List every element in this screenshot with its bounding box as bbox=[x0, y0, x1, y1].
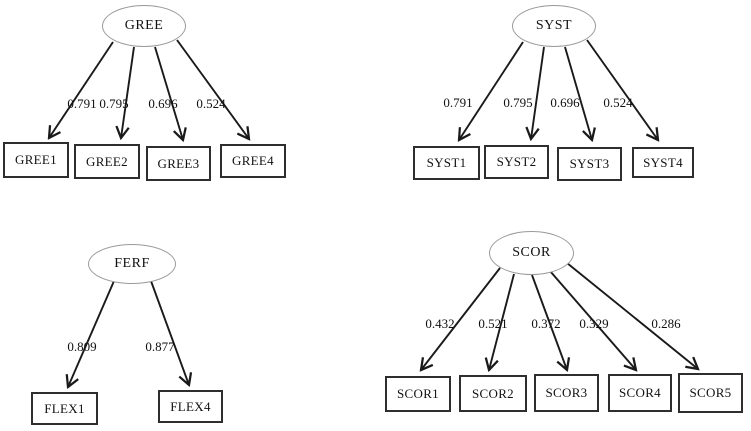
path-arrow-flex4 bbox=[150, 280, 189, 385]
indicator-label-gree2: GREE2 bbox=[86, 153, 128, 169]
indicator-label-scor4: SCOR4 bbox=[619, 385, 661, 400]
path-arrow-gree4 bbox=[176, 39, 249, 139]
loading-syst4: 0.524 bbox=[603, 95, 633, 110]
path-arrow-syst3 bbox=[564, 46, 592, 140]
loading-gree3: 0.696 bbox=[148, 96, 178, 111]
path-arrow-scor2 bbox=[489, 273, 515, 370]
loading-gree4: 0.524 bbox=[196, 96, 226, 111]
indicator-box-syst1: SYST1 bbox=[413, 146, 480, 180]
indicator-box-scor2: SCOR2 bbox=[459, 375, 527, 412]
loading-scor4: 0.329 bbox=[579, 316, 609, 331]
indicator-box-gree4: GREE4 bbox=[220, 144, 286, 178]
path-arrow-syst4 bbox=[586, 39, 658, 140]
indicator-box-scor4: SCOR4 bbox=[608, 374, 672, 412]
indicator-box-scor1: SCOR1 bbox=[385, 376, 451, 412]
latent-label-gree: GREE bbox=[124, 18, 164, 33]
loading-flex1: 0.809 bbox=[67, 339, 97, 354]
latent-ellipse-ferf: FERF bbox=[88, 244, 176, 284]
loading-scor2: 0.521 bbox=[478, 316, 508, 331]
indicator-label-syst3: SYST3 bbox=[569, 156, 610, 171]
indicator-box-syst2: SYST2 bbox=[484, 145, 549, 179]
indicator-label-syst1: SYST1 bbox=[426, 155, 467, 170]
loading-scor3: 0.372 bbox=[531, 316, 561, 331]
loading-gree2: 0.795 bbox=[99, 96, 129, 111]
indicator-label-scor2: SCOR2 bbox=[472, 385, 514, 401]
indicator-label-syst2: SYST2 bbox=[496, 154, 537, 169]
loading-syst2: 0.795 bbox=[503, 95, 533, 110]
indicator-label-flex4: FLEX4 bbox=[170, 398, 211, 414]
path-arrow-gree3 bbox=[154, 46, 183, 140]
path-arrow-scor5 bbox=[566, 262, 698, 369]
indicator-box-flex4: FLEX4 bbox=[158, 390, 223, 423]
indicator-label-scor5: SCOR5 bbox=[689, 385, 732, 400]
path-arrow-gree1 bbox=[49, 41, 114, 138]
loading-flex4: 0.877 bbox=[145, 339, 175, 354]
path-arrow-gree2 bbox=[121, 46, 135, 138]
indicator-label-gree3: GREE3 bbox=[157, 155, 200, 171]
path-arrow-flex1 bbox=[68, 280, 115, 387]
latent-ellipse-scor: SCOR bbox=[489, 231, 574, 275]
loading-gree1: 0.791 bbox=[67, 96, 97, 111]
path-arrow-scor4 bbox=[549, 270, 636, 370]
loading-scor1: 0.432 bbox=[425, 316, 455, 331]
loading-syst3: 0.696 bbox=[550, 95, 580, 110]
indicator-label-scor1: SCOR1 bbox=[397, 386, 439, 401]
indicator-box-syst3: SYST3 bbox=[557, 147, 622, 181]
path-arrow-syst2 bbox=[531, 46, 545, 139]
indicator-label-gree1: GREE1 bbox=[15, 152, 57, 167]
loading-scor5: 0.286 bbox=[651, 316, 681, 331]
path-arrow-scor1 bbox=[421, 267, 501, 370]
latent-label-syst: SYST bbox=[535, 18, 573, 33]
path-arrow-scor3 bbox=[531, 274, 567, 370]
latent-label-scor: SCOR bbox=[512, 245, 551, 260]
indicator-box-gree1: GREE1 bbox=[3, 142, 69, 178]
latent-label-ferf: FERF bbox=[114, 256, 150, 271]
indicator-box-scor3: SCOR3 bbox=[534, 374, 599, 412]
latent-ellipse-gree: GREE bbox=[102, 5, 186, 47]
indicator-box-flex1: FLEX1 bbox=[31, 392, 98, 425]
loading-syst1: 0.791 bbox=[443, 95, 473, 110]
latent-ellipse-syst: SYST bbox=[512, 5, 596, 47]
path-arrow-syst1 bbox=[459, 41, 524, 140]
indicator-box-scor5: SCOR5 bbox=[678, 373, 743, 413]
indicator-box-syst4: SYST4 bbox=[632, 147, 694, 178]
indicator-label-syst4: SYST4 bbox=[643, 154, 683, 170]
indicator-label-flex1: FLEX1 bbox=[44, 400, 85, 416]
indicator-label-gree4: GREE4 bbox=[232, 153, 274, 168]
indicator-label-scor3: SCOR3 bbox=[545, 385, 588, 400]
indicator-box-gree3: GREE3 bbox=[146, 146, 211, 181]
indicator-box-gree2: GREE2 bbox=[74, 144, 140, 179]
